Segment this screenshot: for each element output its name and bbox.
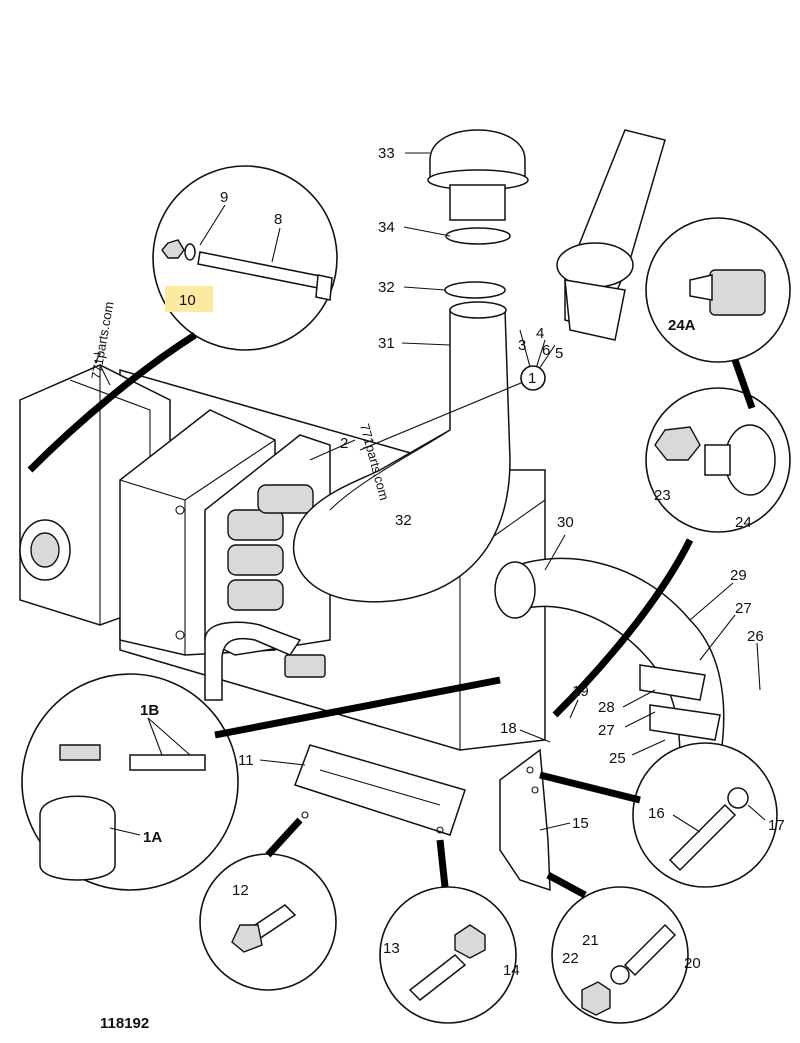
label-11: 11 xyxy=(238,752,254,769)
label-32-lower: 32 xyxy=(395,512,412,529)
label-4: 4 xyxy=(536,325,544,342)
label-17: 17 xyxy=(768,817,785,834)
label-20: 20 xyxy=(684,955,701,972)
highlight-10 xyxy=(165,286,213,312)
detail-circle-20-21-22 xyxy=(551,886,689,1024)
label-22: 22 xyxy=(562,950,579,967)
label-28: 28 xyxy=(598,699,615,716)
label-7: 7 xyxy=(93,350,101,367)
snorkel-pipe xyxy=(556,129,666,341)
label-23: 23 xyxy=(654,487,671,504)
leader-lines xyxy=(99,152,766,836)
label-13: 13 xyxy=(383,940,400,957)
heater-core xyxy=(204,434,331,656)
label-31: 31 xyxy=(378,335,395,352)
detail-circle-12 xyxy=(199,853,337,991)
label-29: 29 xyxy=(730,567,747,584)
label-8: 8 xyxy=(274,211,282,228)
label-2: 2 xyxy=(340,435,348,452)
label-3: 3 xyxy=(518,337,526,354)
detail-circle-23-24 xyxy=(645,387,791,533)
callout-connectors xyxy=(27,332,756,899)
label-12: 12 xyxy=(232,882,249,899)
label-24A: 24A xyxy=(668,317,696,334)
label-1A: 1A xyxy=(143,829,162,846)
label-27-lower: 27 xyxy=(598,722,615,739)
coolant-pipe xyxy=(204,621,326,701)
label-25: 25 xyxy=(609,750,626,767)
pre-cleaner-cap xyxy=(427,129,529,299)
label-5: 5 xyxy=(555,345,563,362)
detail-circle-13-14 xyxy=(379,886,517,1024)
label-30: 30 xyxy=(557,514,574,531)
label-6: 6 xyxy=(542,342,550,359)
label-19: 19 xyxy=(572,683,589,700)
label-15: 15 xyxy=(572,815,589,832)
intake-duct xyxy=(292,301,511,603)
label-18: 18 xyxy=(500,720,517,737)
label-32: 32 xyxy=(378,279,395,296)
detail-circle-1A-1B xyxy=(21,673,239,891)
drawing-number: 118192 xyxy=(100,1015,149,1032)
label-1B: 1B xyxy=(140,702,159,719)
label-27: 27 xyxy=(735,600,752,617)
label-14: 14 xyxy=(503,962,520,979)
detail-circle-16-17 xyxy=(632,742,778,888)
label-10: 10 xyxy=(179,292,196,309)
outlet-hose xyxy=(494,557,725,761)
watermark-left: 771parts.com xyxy=(88,300,116,380)
label-21: 21 xyxy=(582,932,599,949)
label-34: 34 xyxy=(378,219,395,236)
label-9: 9 xyxy=(220,189,228,206)
callout-circle-1 xyxy=(520,365,546,391)
detail-circle-24A xyxy=(645,217,791,363)
detail-circle-8-9-10 xyxy=(152,165,338,351)
mounting-bracket-15 xyxy=(499,748,551,892)
label-24: 24 xyxy=(735,514,752,531)
mounting-bracket-11 xyxy=(294,744,466,836)
label-26: 26 xyxy=(747,628,764,645)
label-33: 33 xyxy=(378,145,395,162)
label-16: 16 xyxy=(648,805,665,822)
part-labels: 33 34 32 31 1 3 4 6 5 2 32 7 9 8 10 24A … xyxy=(93,145,785,979)
label-1: 1 xyxy=(528,370,536,387)
